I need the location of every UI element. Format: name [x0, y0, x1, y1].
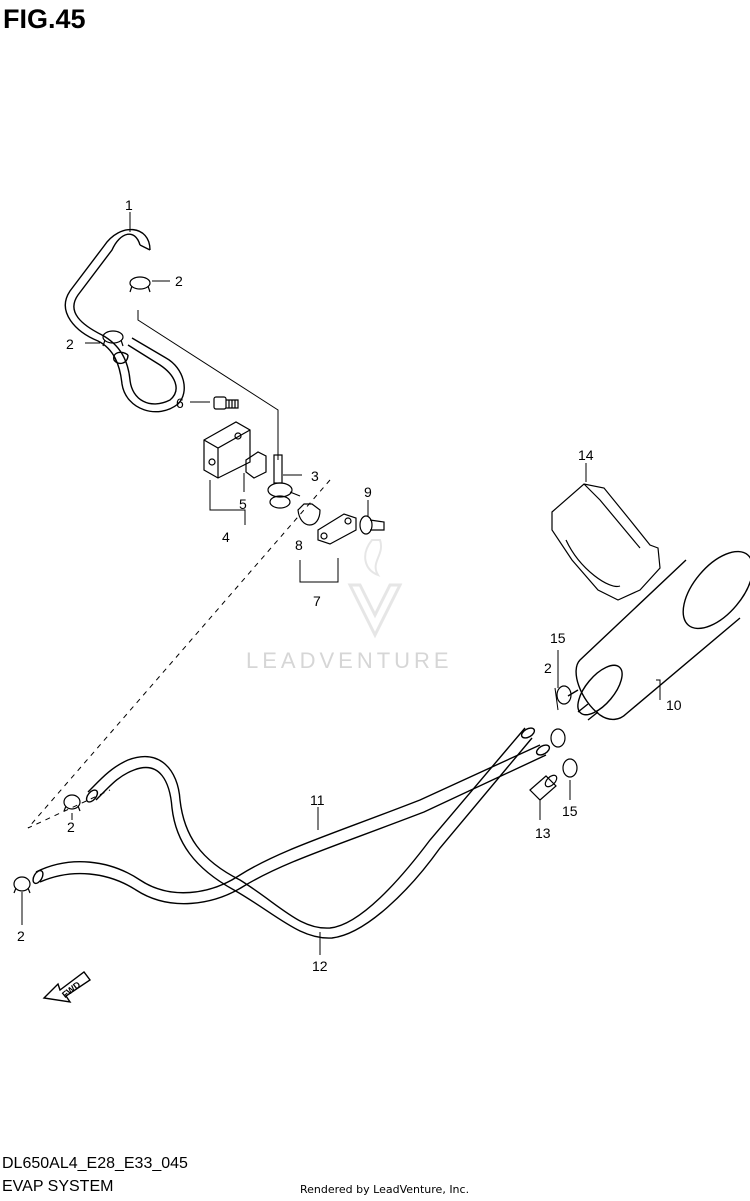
callout-8: 8 — [295, 537, 303, 553]
hose-1 — [64, 228, 185, 413]
clamp-15-upper — [556, 685, 572, 705]
callout-6: 6 — [176, 395, 184, 411]
callout-13: 13 — [535, 825, 551, 841]
clamp-7 — [317, 513, 357, 545]
clamp-2-left — [102, 330, 124, 347]
joint-13 — [529, 774, 558, 801]
bolt-6 — [213, 396, 239, 410]
callout-4: 4 — [222, 529, 230, 545]
model-code: DL650AL4_E28_E33_045 — [2, 1155, 188, 1172]
fwd-arrow-icon: FWD — [42, 971, 92, 1003]
hose-12 — [85, 727, 536, 939]
callout-15: 15 — [562, 803, 578, 819]
clamp-2-bottom-left — [13, 876, 31, 894]
callout-2: 2 — [66, 336, 74, 352]
callout-10: 10 — [666, 697, 682, 713]
callout-14: 14 — [578, 447, 594, 463]
callout-9: 9 — [364, 484, 372, 500]
clamp-2-right — [550, 728, 566, 748]
valve-3 — [267, 454, 301, 509]
callout-3: 3 — [311, 468, 319, 484]
callout-7: 7 — [313, 593, 321, 609]
section-name: EVAP SYSTEM — [2, 1178, 114, 1195]
leader-lines — [21, 212, 661, 955]
clamp-5 — [245, 451, 267, 479]
watermark-text: LEADVENTURE — [246, 648, 453, 673]
callout-2: 2 — [67, 819, 75, 835]
bracket-4 — [203, 421, 251, 479]
callout-5: 5 — [239, 496, 247, 512]
callout-2: 2 — [544, 660, 552, 676]
clamp-15-lower — [562, 758, 578, 778]
callout-11: 11 — [310, 792, 325, 808]
render-credit: Rendered by LeadVenture, Inc. — [300, 1183, 470, 1196]
figure-title: FIG.45 — [3, 4, 86, 34]
callout-1: 1 — [125, 197, 133, 213]
callout-2: 2 — [175, 273, 183, 289]
clamp-8 — [297, 503, 321, 526]
clamp-2-lower-left — [63, 794, 81, 812]
dash-guide — [27, 479, 331, 829]
canister-cover-14 — [551, 483, 661, 601]
screw-9 — [359, 515, 385, 535]
callout-12: 12 — [312, 958, 328, 974]
leadventure-logo-icon — [347, 539, 403, 639]
canister-10 — [567, 550, 750, 721]
clamp-2-upper — [129, 276, 151, 293]
hose-11 — [32, 744, 551, 905]
callout-15: 15 — [550, 630, 566, 646]
callout-2: 2 — [17, 928, 25, 944]
